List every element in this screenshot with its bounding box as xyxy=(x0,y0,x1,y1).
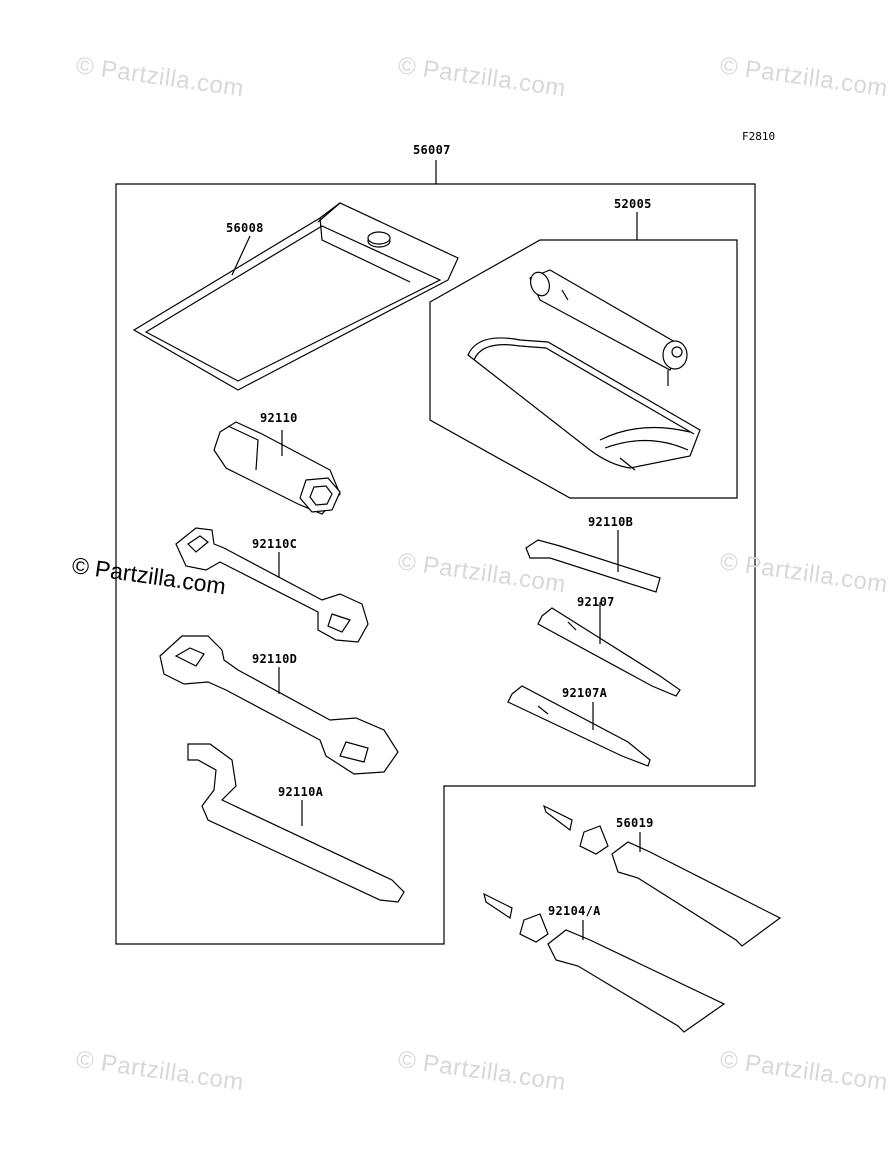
screwdriver-92107-drawing xyxy=(537,602,681,697)
screwdriver-92107a-drawing xyxy=(507,685,651,767)
part-label-92110[interactable]: 92110 xyxy=(260,411,298,425)
pump-set-outline xyxy=(429,239,738,499)
figure-code: F2810 xyxy=(742,130,776,143)
part-label-56007[interactable]: 56007 xyxy=(413,143,451,157)
part-label-92104a[interactable]: 92104/A xyxy=(548,904,601,918)
part-label-92107[interactable]: 92107 xyxy=(577,595,615,609)
wrench-92110c-drawing xyxy=(175,527,369,643)
hex-key-drawing xyxy=(525,530,661,593)
pump-pouch-drawing xyxy=(467,337,701,471)
tool-bag-drawing xyxy=(132,202,459,391)
part-label-92110d[interactable]: 92110D xyxy=(252,652,298,666)
wrench-92110d-drawing xyxy=(159,635,399,775)
tube-56019-drawing xyxy=(542,804,782,947)
part-label-56008[interactable]: 56008 xyxy=(226,221,264,235)
part-label-92110a[interactable]: 92110A xyxy=(278,785,324,799)
part-label-56019[interactable]: 56019 xyxy=(616,816,654,830)
toolkit-outline xyxy=(115,183,756,945)
part-label-52005[interactable]: 52005 xyxy=(614,197,652,211)
part-label-92110c[interactable]: 92110C xyxy=(252,537,298,551)
part-label-92107a[interactable]: 92107A xyxy=(562,686,608,700)
part-label-92110b[interactable]: 92110B xyxy=(588,515,634,529)
hook-wrench-drawing xyxy=(187,743,405,903)
pump-drawing xyxy=(529,269,688,386)
plug-wrench-drawing xyxy=(213,421,341,515)
tube-92104a-drawing xyxy=(483,892,726,1033)
